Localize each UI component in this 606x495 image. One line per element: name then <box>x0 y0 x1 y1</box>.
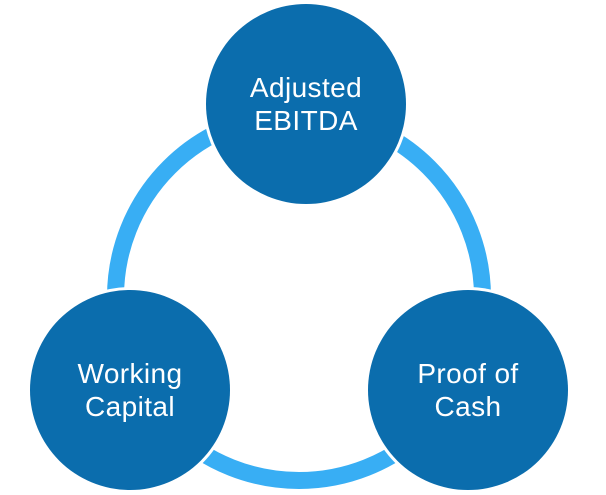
node-label-line: Proof of <box>417 358 519 389</box>
node-adjusted-ebitda: Adjusted EBITDA <box>206 4 406 204</box>
node-working-capital: Working Capital <box>30 290 230 490</box>
node-label-line: Cash <box>434 391 502 422</box>
node-label-line: EBITDA <box>254 105 358 136</box>
node-label-line: Adjusted <box>249 72 363 103</box>
node-label-line: Capital <box>85 391 175 422</box>
node-label-line: Working <box>77 358 183 389</box>
node-proof-of-cash: Proof of Cash <box>368 290 568 490</box>
